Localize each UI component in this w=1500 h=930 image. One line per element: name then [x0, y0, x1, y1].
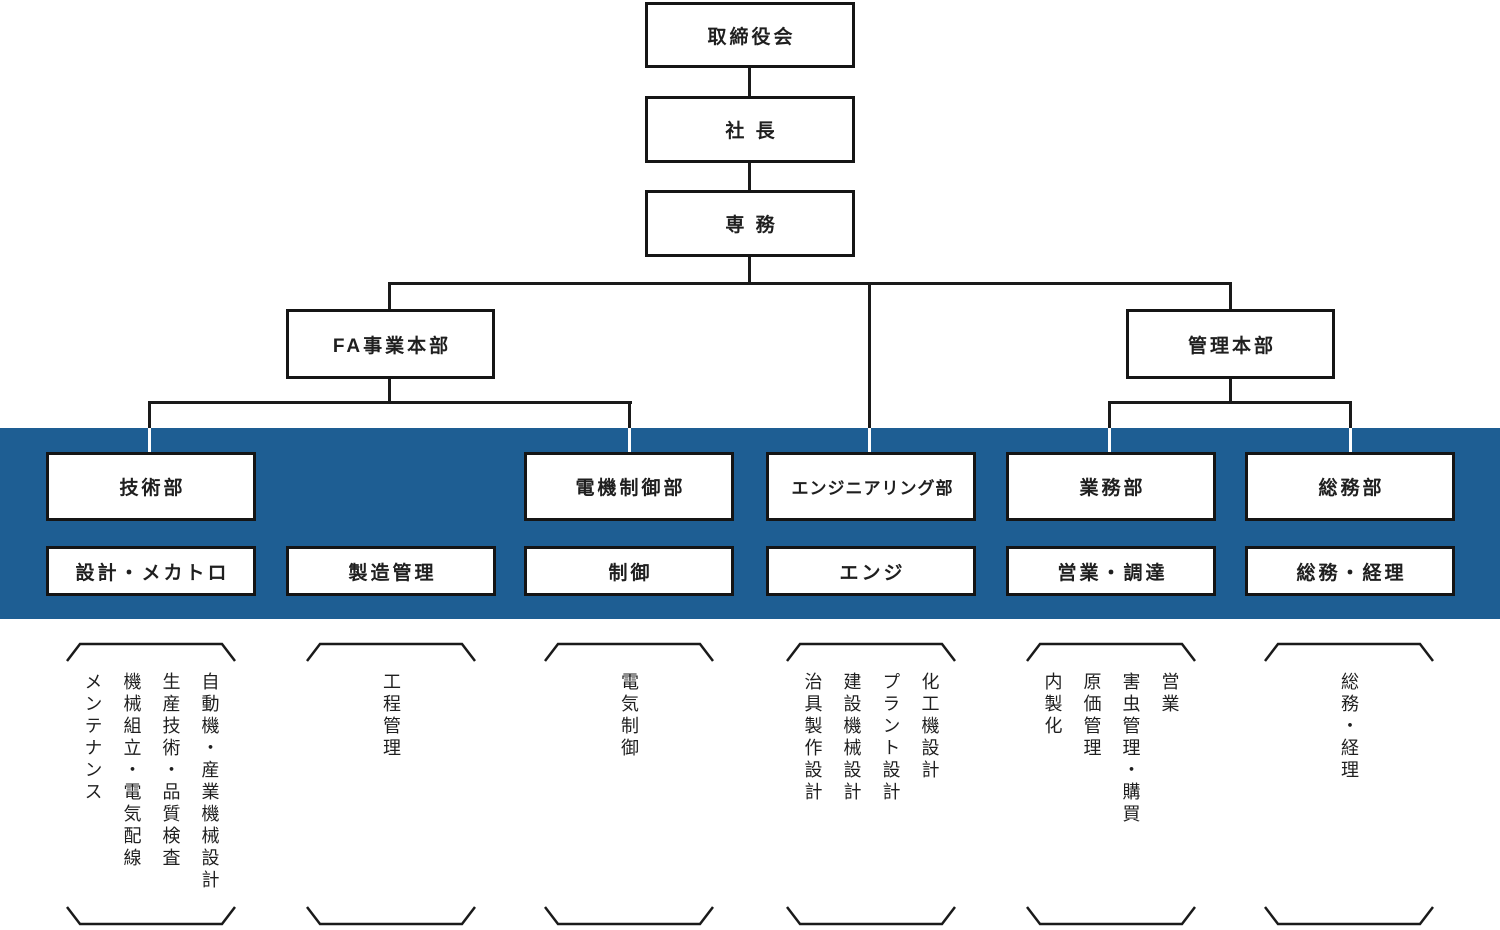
bracket-top-icon	[1026, 642, 1196, 662]
bracket-bottom-icon	[306, 906, 476, 926]
connector-line	[1108, 401, 1352, 404]
unit-box-manufacturing-control: 製造管理	[286, 546, 496, 596]
connector-line	[1108, 401, 1111, 428]
function-item: 営業	[1159, 672, 1180, 716]
dept-box-electrical-control: 電機制御部	[524, 452, 734, 521]
function-columns: 電気制御	[543, 662, 715, 906]
function-item: プラント設計	[880, 672, 901, 804]
unit-box-engineering: エンジ	[766, 546, 976, 596]
fa-division-box: FA事業本部	[286, 309, 495, 379]
function-item: メンテナンス	[82, 672, 103, 804]
unit-box-control: 制御	[524, 546, 734, 596]
connector-line-white	[628, 428, 631, 452]
connector-line	[628, 401, 631, 428]
dept-box-general-affairs: 総務部	[1245, 452, 1455, 521]
executive-director-box: 専 務	[645, 190, 855, 257]
connector-line	[1229, 379, 1232, 404]
function-item: 原価管理	[1081, 672, 1102, 760]
bracket-bottom-icon	[786, 906, 956, 926]
function-item: 機械組立・電気配線	[121, 672, 142, 870]
dept-label-technical: 技術部	[119, 478, 186, 499]
bracket-top-icon	[786, 642, 956, 662]
function-item: 害虫管理・購買	[1120, 672, 1141, 826]
dept-label-engineering: エンジニアリング部	[791, 479, 954, 498]
function-item: 電気制御	[619, 672, 639, 760]
unit-label-sales-procurement: 営業・調達	[1057, 562, 1168, 584]
connector-line	[148, 401, 151, 428]
connector-line	[148, 401, 632, 404]
bracket-bottom-icon	[1026, 906, 1196, 926]
function-group-technical: 自動機・産業機械設計 生産技術・品質検査 機械組立・電気配線 メンテナンス	[65, 642, 237, 926]
admin-division-label: 管理本部	[1187, 335, 1276, 357]
executive-director-label: 専 務	[725, 215, 778, 236]
dept-box-technical: 技術部	[46, 452, 256, 521]
function-group-general-affairs: 総務・経理	[1263, 642, 1435, 926]
function-columns: 自動機・産業機械設計 生産技術・品質検査 機械組立・電気配線 メンテナンス	[65, 662, 237, 906]
function-group-control: 電気制御	[543, 642, 715, 926]
dept-box-operations: 業務部	[1006, 452, 1216, 521]
dept-label-operations: 業務部	[1079, 478, 1146, 499]
unit-box-general-affairs-accounting: 総務・経理	[1245, 546, 1455, 596]
function-group-operations: 営業 害虫管理・購買 原価管理 内製化	[1025, 642, 1197, 926]
president-box: 社 長	[645, 96, 855, 163]
function-item: 総務・経理	[1339, 672, 1359, 782]
bracket-bottom-icon	[1264, 906, 1434, 926]
connector-line-white	[868, 428, 871, 452]
board-of-directors-label: 取締役会	[707, 26, 796, 48]
connector-line	[388, 379, 391, 404]
function-item: 生産技術・品質検査	[160, 672, 181, 870]
connector-line	[748, 68, 751, 96]
connector-line	[868, 282, 871, 428]
unit-label-engineering: エンジ	[839, 562, 906, 584]
connector-line	[1229, 282, 1232, 309]
connector-line-white	[1349, 428, 1352, 452]
function-columns: 総務・経理	[1263, 662, 1435, 906]
unit-label-general-affairs-accounting: 総務・経理	[1296, 562, 1407, 584]
bracket-bottom-icon	[544, 906, 714, 926]
unit-label-control: 制御	[608, 562, 653, 584]
dept-box-engineering: エンジニアリング部	[766, 452, 976, 521]
bracket-bottom-icon	[66, 906, 236, 926]
bracket-top-icon	[66, 642, 236, 662]
connector-line	[388, 282, 1232, 285]
function-item: 治具製作設計	[802, 672, 823, 804]
dept-label-general-affairs: 総務部	[1318, 478, 1385, 499]
unit-box-sales-procurement: 営業・調達	[1006, 546, 1216, 596]
dept-label-electrical-control: 電機制御部	[575, 478, 686, 499]
bracket-top-icon	[1264, 642, 1434, 662]
unit-label-design-mechatronics: 設計・メカトロ	[75, 562, 230, 584]
fa-division-label: FA事業本部	[332, 335, 452, 357]
connector-line	[1349, 401, 1352, 428]
function-item: 建設機械設計	[841, 672, 862, 804]
function-item: 工程管理	[381, 672, 401, 760]
connector-line-white	[148, 428, 151, 452]
unit-label-manufacturing-control: 製造管理	[348, 562, 437, 584]
board-of-directors-box: 取締役会	[645, 2, 855, 68]
function-item: 内製化	[1042, 672, 1063, 738]
admin-division-box: 管理本部	[1126, 309, 1335, 379]
function-group-engineering: 化工機設計 プラント設計 建設機械設計 治具製作設計	[785, 642, 957, 926]
bracket-top-icon	[306, 642, 476, 662]
connector-line-white	[1108, 428, 1111, 452]
function-group-manufacturing: 工程管理	[305, 642, 477, 926]
function-item: 化工機設計	[919, 672, 940, 782]
unit-box-design-mechatronics: 設計・メカトロ	[46, 546, 256, 596]
function-columns: 化工機設計 プラント設計 建設機械設計 治具製作設計	[785, 662, 957, 906]
connector-line	[748, 257, 751, 284]
function-columns: 工程管理	[305, 662, 477, 906]
bracket-top-icon	[544, 642, 714, 662]
president-label: 社 長	[725, 121, 778, 142]
connector-line	[388, 282, 391, 309]
function-item: 自動機・産業機械設計	[199, 672, 220, 892]
connector-line	[748, 163, 751, 190]
function-columns: 営業 害虫管理・購買 原価管理 内製化	[1025, 662, 1197, 906]
